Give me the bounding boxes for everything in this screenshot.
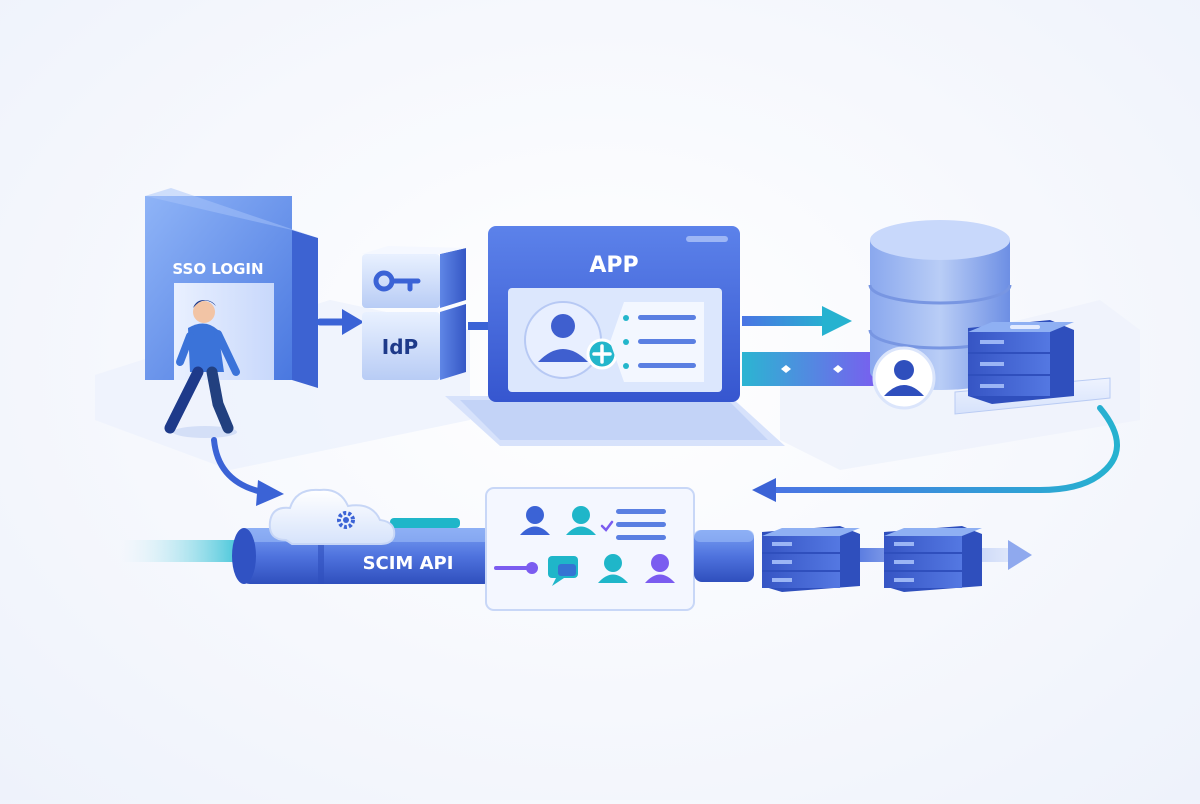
arrow-user-to-scim: [211, 437, 284, 506]
server-rack-icon: [884, 526, 982, 592]
person-walking-icon: [164, 300, 240, 438]
sync-stream: [742, 352, 880, 386]
key-icon: [373, 270, 421, 292]
pipe-to-servers: [694, 530, 754, 582]
outgoing-arrowhead: [1008, 540, 1032, 570]
server-rack-icon: [968, 320, 1074, 404]
arrow-app-to-database: [742, 306, 852, 336]
arrow-sso-to-idp: [316, 309, 364, 335]
provisioned-user-icon: [872, 346, 936, 410]
scim-api-label: SCIM API: [363, 553, 454, 574]
arrow-return-to-scim: [752, 405, 1120, 502]
profile-details-lines: [623, 315, 696, 369]
cloud-gear-icon: [268, 488, 396, 545]
server-rack-icon: [762, 526, 860, 592]
incoming-data-beam: [120, 540, 245, 562]
app-label: APP: [589, 253, 638, 278]
sso-login-label: SSO LOGIN: [172, 260, 263, 278]
user-directory-panel: [485, 487, 695, 611]
user-avatar-icon: [524, 301, 602, 379]
app-window: APP: [445, 226, 785, 446]
user-group-icon: [520, 506, 675, 583]
chat-icon: [548, 556, 578, 586]
idp-label: IdP: [382, 335, 418, 359]
idp-block: IdP: [362, 246, 466, 380]
